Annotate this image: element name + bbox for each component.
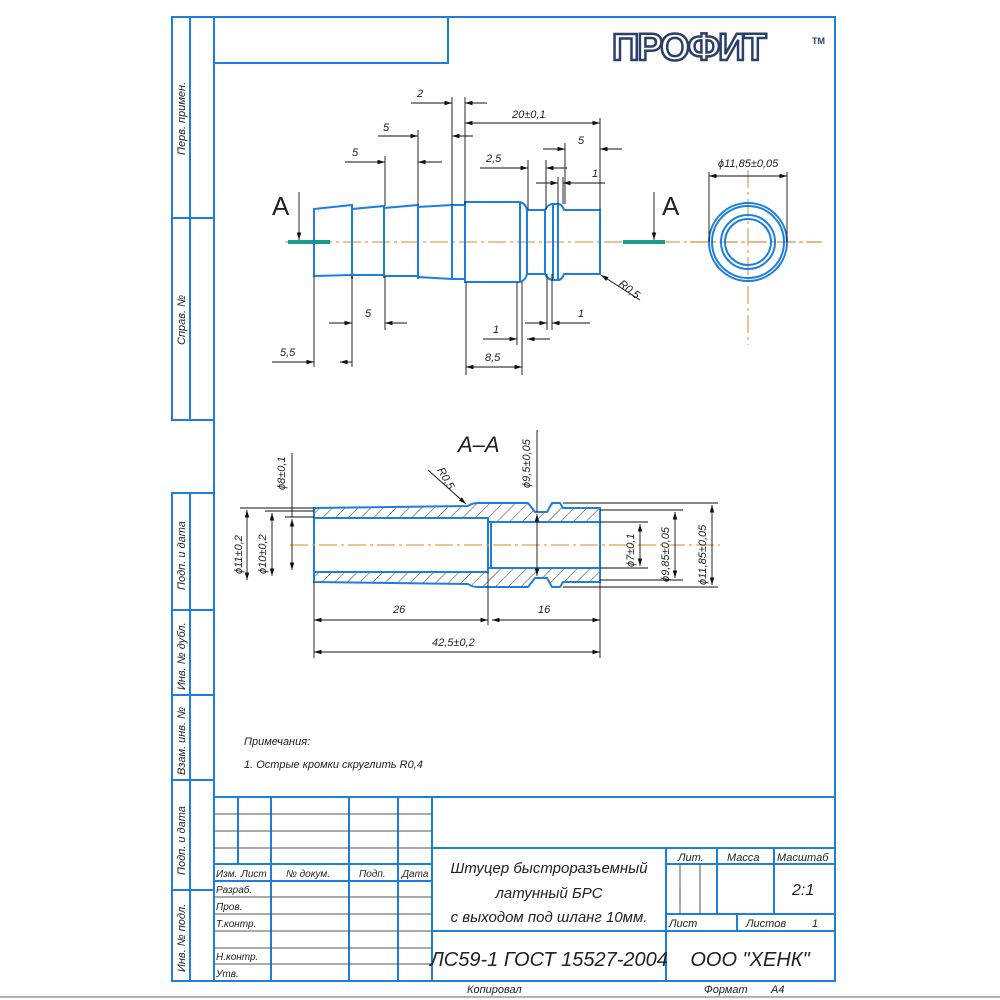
dim-label: 5,5 xyxy=(280,347,296,359)
dim-label: 20±0,1 xyxy=(511,109,546,121)
dim-label: 16 xyxy=(538,604,551,616)
designation: ЛС59-1 ГОСТ 15527-2004 xyxy=(428,949,668,971)
sheets-label: Листов xyxy=(745,918,786,930)
role-label: Н.контр. xyxy=(216,952,258,963)
dim-label: ϕ9,5±0,05 xyxy=(521,438,533,488)
header-date: Дата xyxy=(401,869,429,880)
section-view: A–A ϕ8±0,1 R0,5 ϕ9,5±0,05 ϕ11±0,2 ϕ10±0,… xyxy=(233,430,720,658)
role-label: Разраб. xyxy=(216,884,252,896)
header-izm: Изм. xyxy=(216,869,237,880)
header-list: Лист xyxy=(240,869,267,880)
footer: Копировал Формат A4 xyxy=(467,984,784,996)
side-label: Перв. примен. xyxy=(176,82,188,155)
format-value: A4 xyxy=(770,984,784,996)
side-label: Справ. № xyxy=(176,295,188,345)
dim-label: ϕ8±0,1 xyxy=(276,456,288,490)
dim-label: ϕ10±0,2 xyxy=(257,534,269,574)
header-sign: Подп. xyxy=(359,869,386,880)
dim-label: 8,5 xyxy=(485,352,501,364)
side-label: Инв. № подл. xyxy=(176,904,188,972)
dim-label: 42,5±0,2 xyxy=(432,637,475,649)
company-name: ООО "ХЕНК" xyxy=(690,949,810,971)
profit-logo: ПРОФИТ TM xyxy=(611,26,825,71)
side-label: Взам. инв. № xyxy=(176,707,188,775)
section-mark-left: A xyxy=(272,191,290,221)
format-label: Формат xyxy=(704,984,748,996)
mass-label: Масса xyxy=(727,852,760,864)
role-label: Т.контр. xyxy=(216,919,256,930)
notes: Примечания: 1. Острые кромки скруглить R… xyxy=(244,736,423,771)
drawing-frame xyxy=(171,16,836,982)
drawing-title-line: Штуцер быстроразъемный xyxy=(450,860,648,877)
section-mark-right: A xyxy=(662,191,680,221)
dim-label: 5 xyxy=(578,135,585,147)
copied-label: Копировал xyxy=(467,984,522,996)
scale-label: Масштаб xyxy=(777,852,829,864)
dim-label: ϕ9,85±0,05 xyxy=(660,526,672,582)
side-label: Подп. и дата xyxy=(176,521,188,590)
notes-heading: Примечания: xyxy=(244,736,310,748)
role-label: Утв. xyxy=(215,969,239,980)
sheet-label: Лист xyxy=(668,918,697,930)
dim-label: 5 xyxy=(352,147,359,159)
role-label: Пров. xyxy=(216,902,242,913)
side-stamp: Перв. примен. Справ. № Подп. и дата Инв.… xyxy=(176,82,188,972)
end-view: ϕ11,85±0,05 xyxy=(690,158,822,345)
note-item: 1. Острые кромки скруглить R0,4 xyxy=(244,759,423,771)
side-view: A A 2 5 5 20±0,1 5 2,5 1 5 xyxy=(272,88,820,375)
side-label: Подп. и дата xyxy=(176,806,188,875)
svg-text:ПРОФИТ: ПРОФИТ xyxy=(612,27,766,69)
dim-label: ϕ11,85±0,05 xyxy=(697,524,709,585)
title-block: Изм. Лист № докум. Подп. Дата Разраб. Пр… xyxy=(214,796,835,981)
drawing-title-line: латунный БРС xyxy=(494,885,602,902)
side-label: Инв. № дубл. xyxy=(176,622,188,690)
svg-text:TM: TM xyxy=(812,36,825,46)
dim-label: 5 xyxy=(365,308,372,320)
fitting-outline xyxy=(313,201,601,283)
dim-label: 26 xyxy=(392,604,406,616)
dim-label: 1 xyxy=(493,324,499,336)
scale-value: 2:1 xyxy=(791,882,814,899)
lit-label: Лит. xyxy=(677,852,704,864)
dim-label: 1 xyxy=(578,308,584,320)
drawing-title-line: с выходом под шланг 10мм. xyxy=(451,909,648,926)
dim-label: 5 xyxy=(383,122,390,134)
dim-label: ϕ11,85±0,05 xyxy=(718,158,779,170)
section-title: A–A xyxy=(456,432,500,457)
header-doc-no: № докум. xyxy=(286,869,330,880)
dim-label: ϕ7±0,1 xyxy=(625,533,637,567)
dim-label: 2,5 xyxy=(485,153,502,165)
dim-label: ϕ11±0,2 xyxy=(233,535,245,574)
dim-label: 1 xyxy=(592,168,598,180)
dim-label: 2 xyxy=(416,88,423,100)
sheets-value: 1 xyxy=(812,918,818,930)
